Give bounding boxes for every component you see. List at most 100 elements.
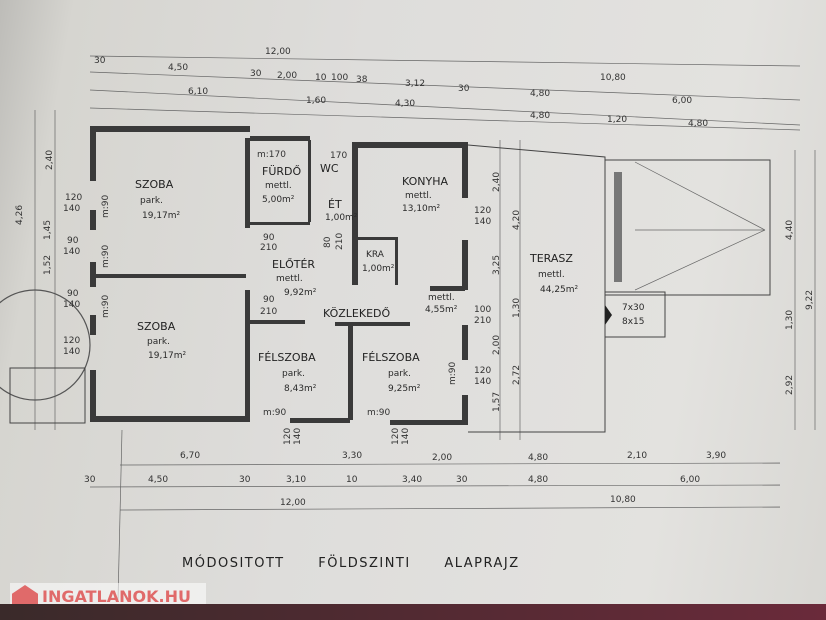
dimension-label: 3,25 — [492, 255, 502, 275]
dimension-label: 1,20 — [607, 115, 627, 125]
dimension-label: 4,80 — [530, 89, 550, 99]
opening-label: 90 — [263, 295, 275, 305]
terrace-outline — [467, 144, 771, 433]
dimension-label: 120 — [63, 336, 80, 346]
stairs — [604, 291, 666, 338]
background-edge — [0, 604, 826, 620]
opening-label: 120 — [283, 428, 293, 445]
dimension-label: 30 — [94, 56, 106, 66]
dimension-label: 3,10 — [286, 475, 306, 485]
stamp-circle — [0, 289, 123, 601]
right-dimensions: 2,40 4,20 3,25 1,30 2,00 2,72 1,57 4,40 … — [474, 172, 815, 412]
room-konyha-floor: mettl. — [405, 191, 432, 201]
opening-label: 140 — [293, 428, 303, 445]
dimension-label: 2,40 — [492, 172, 502, 192]
dimension-label: 3,90 — [706, 451, 726, 461]
room-labels: SZOBA park. 19,17m² FÜRDŐ mettl. 5,00m² … — [135, 162, 645, 394]
dimension-label: 12,00 — [280, 498, 306, 508]
dimension-label: 1,52 — [43, 255, 53, 275]
room-eloter-floor: mettl. — [276, 274, 303, 284]
stairs-label-2: 8x15 — [622, 317, 645, 327]
dimension-label: 4,30 — [395, 99, 415, 109]
dimension-label: 6,10 — [188, 87, 208, 97]
dimension-label: 2,00 — [492, 335, 502, 355]
room-terasz-floor: mettl. — [538, 270, 565, 280]
dimension-label: 120 — [474, 206, 491, 216]
dimension-label: 120 — [65, 193, 82, 203]
dimension-lines — [34, 55, 816, 511]
dimension-label: 4,40 — [785, 220, 795, 240]
opening-label: m:90 — [101, 294, 111, 318]
room-furdo-floor: mettl. — [265, 181, 292, 191]
dimension-label: 4,80 — [528, 475, 548, 485]
dimension-label: 1,45 — [43, 220, 53, 240]
dimension-label: 90 — [67, 289, 79, 299]
dimension-label: 3,40 — [402, 475, 422, 485]
room-terasz-area: 44,25m² — [540, 285, 579, 295]
room-et-area: 1,00m² — [325, 213, 358, 223]
opening-label: 210 — [260, 307, 277, 317]
dimension-label: 4,80 — [528, 453, 548, 463]
walls — [90, 126, 468, 425]
opening-labels: m:170 170 m:90 m:90 m:90 m:90 m:90 m:90 … — [101, 150, 491, 445]
dimension-label: 10 — [346, 475, 358, 485]
opening-label: 170 — [330, 151, 347, 161]
left-dimensions: 2,40 4,26 1,45 1,52 120 140 90 140 90 14… — [15, 150, 82, 357]
room-szoba-2-area: 19,17m² — [148, 351, 187, 361]
dimension-label: 10,80 — [600, 73, 626, 83]
opening-label: m:170 — [257, 150, 286, 160]
dimension-label: 4,20 — [512, 210, 522, 230]
dimension-label: 4,80 — [530, 111, 550, 121]
room-kozlekedo-area: 4,55m² — [425, 305, 458, 315]
dimension-label: 1,60 — [306, 96, 326, 106]
room-felszoba-2-area: 9,25m² — [388, 384, 421, 394]
opening-label: 80 — [323, 236, 333, 248]
dimension-label: 1,30 — [512, 298, 522, 318]
dimension-label: 10 — [315, 73, 327, 83]
dimension-label: 4,26 — [15, 205, 25, 225]
dimension-label: 2,40 — [45, 150, 55, 170]
bottom-dimensions: 6,70 3,30 2,00 4,80 2,10 3,90 30 4,50 30… — [84, 451, 726, 508]
room-felszoba-1-area: 8,43m² — [284, 384, 317, 394]
dimension-label: 4,50 — [168, 63, 188, 73]
dimension-label: 4,50 — [148, 475, 168, 485]
dimension-label: 38 — [356, 75, 368, 85]
room-szoba-1-floor: park. — [140, 196, 163, 206]
room-felszoba-1-name: FÉLSZOBA — [258, 351, 316, 364]
dimension-label: 30 — [456, 475, 468, 485]
plan-title: MÓDOSITOTT FÖLDSZINTI ALAPRAJZ — [182, 556, 520, 571]
room-wc-name: WC — [320, 162, 339, 175]
dimension-label: 9,22 — [805, 290, 815, 310]
dimension-label: 2,00 — [277, 71, 297, 81]
dimension-label: 10,80 — [610, 495, 636, 505]
opening-label: 210 — [260, 243, 277, 253]
dimension-label: 140 — [474, 217, 491, 227]
room-eloter-name: ELŐTÉR — [272, 257, 315, 271]
opening-label: 120 — [391, 428, 401, 445]
room-felszoba-2-floor: park. — [388, 369, 411, 379]
opening-label: m:90 — [448, 361, 458, 385]
opening-label: 210 — [335, 233, 345, 250]
room-furdo-area: 5,00m² — [262, 195, 295, 205]
room-kozlekedo-floor: mettl. — [428, 293, 455, 303]
opening-label: 210 — [474, 316, 491, 326]
dimension-label: 2,92 — [785, 375, 795, 395]
dimension-label: 140 — [63, 300, 80, 310]
room-szoba-1-name: SZOBA — [135, 178, 174, 191]
dimension-label: 3,30 — [342, 451, 362, 461]
dimension-label: 140 — [474, 377, 491, 387]
dimension-label: 6,70 — [180, 451, 200, 461]
dimension-label: 6,00 — [680, 475, 700, 485]
watermark-text: INGATLANOK.HU — [42, 586, 191, 606]
room-eloter-area: 9,92m² — [284, 288, 317, 298]
room-szoba-1-area: 19,17m² — [142, 211, 181, 221]
opening-label: 140 — [401, 428, 411, 445]
dimension-label: 2,00 — [432, 453, 452, 463]
stairs-label-1: 7x30 — [622, 303, 645, 313]
dimension-label: 12,00 — [265, 47, 291, 57]
opening-label: m:90 — [101, 194, 111, 218]
room-kamra-area: 1,00m² — [362, 264, 395, 274]
opening-label: 100 — [474, 305, 491, 315]
